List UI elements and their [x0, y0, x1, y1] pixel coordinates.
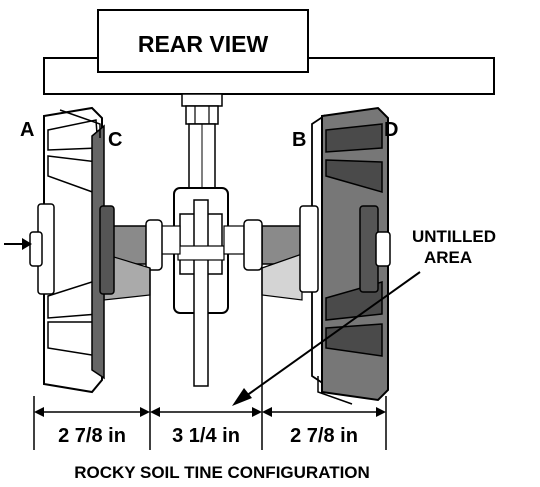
title-box [97, 9, 309, 73]
caption: ROCKY SOIL TINE CONFIGURATION [74, 463, 370, 482]
left-tine-assembly [29, 106, 115, 394]
title-label: REAR VIEW [138, 31, 269, 57]
tine-label-c: C [108, 129, 122, 151]
tine-label-b: B [292, 129, 306, 151]
dimension-left: 2 7/8 in [58, 425, 126, 447]
right-axle [243, 219, 303, 301]
untilled-label-line2: AREA [424, 248, 472, 267]
dimension-right: 2 7/8 in [290, 425, 358, 447]
gearbox [159, 187, 245, 387]
dimension-arrowheads [34, 407, 386, 417]
tine-label-d: D [384, 119, 398, 141]
center-shaft [181, 93, 223, 189]
untilled-label-line1: UNTILLED [412, 227, 496, 246]
tine-label-a: A [20, 119, 34, 141]
left-axle [103, 219, 163, 301]
dimension-center: 3 1/4 in [172, 425, 240, 447]
right-tine-assembly [299, 106, 391, 405]
dimension-lines [33, 268, 387, 450]
left-arrow [4, 238, 32, 250]
untilled-arrow [232, 271, 421, 406]
